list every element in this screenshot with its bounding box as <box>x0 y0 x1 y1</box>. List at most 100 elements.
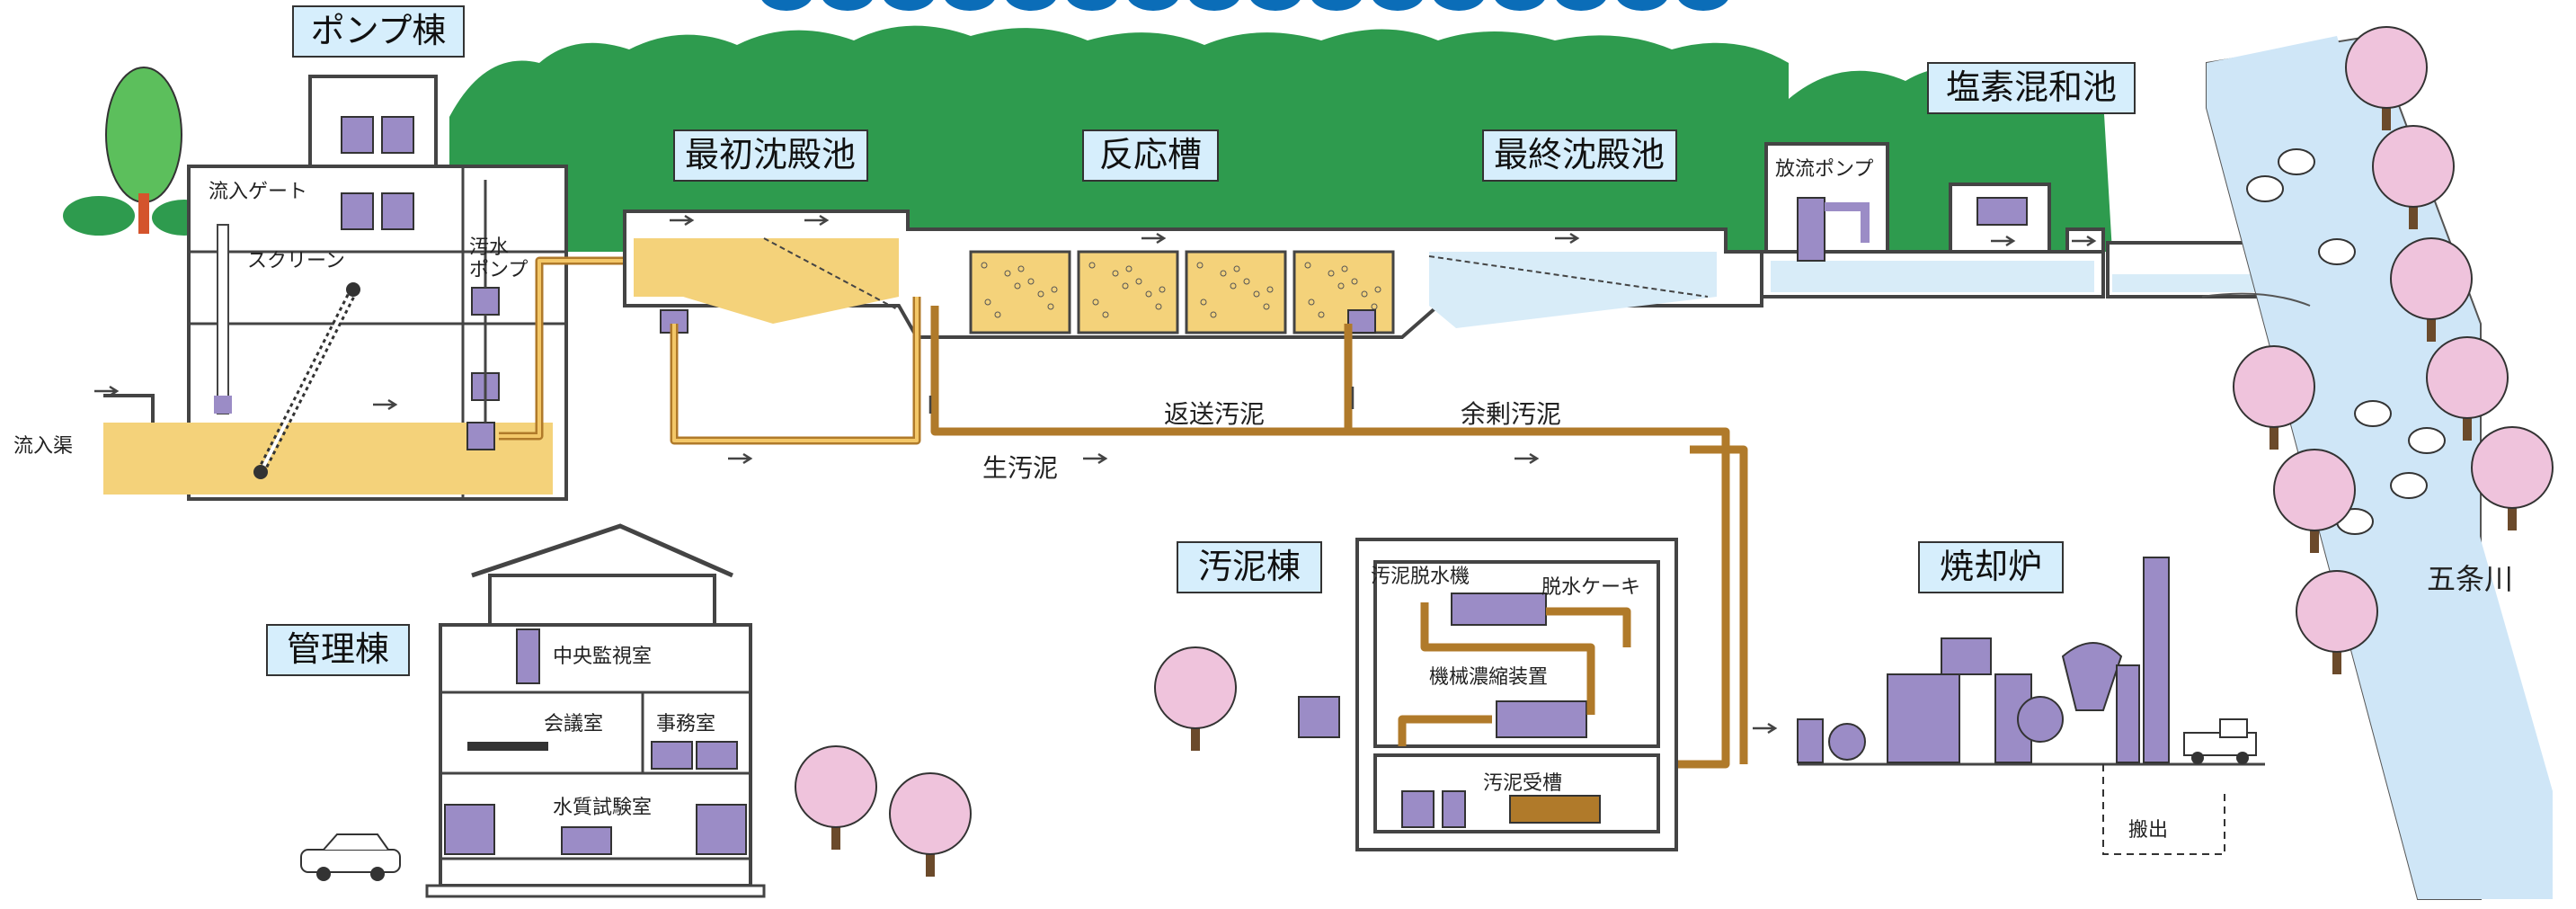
admin-building: 中央監視室 会議室 事務室 水質試験室 <box>425 523 766 898</box>
air-bubble <box>1337 282 1345 290</box>
fish-icon <box>2278 148 2315 175</box>
control-panel-icon <box>381 116 414 154</box>
top-bubble <box>1434 0 1484 11</box>
top-bubble <box>1372 0 1423 11</box>
raw-sludge-label: 生汚泥 <box>982 453 1058 483</box>
air-bubble <box>1196 262 1204 269</box>
chlorine-mixing-house <box>1949 183 2267 299</box>
final-settling-label-box <box>1482 129 1677 182</box>
fish-icon <box>2390 472 2428 499</box>
top-bubble <box>1250 0 1301 11</box>
reaction-tank-label-box <box>1082 129 1219 182</box>
incinerator-label: 焼却炉 <box>1940 547 2042 586</box>
top-bubble-row <box>761 0 1728 11</box>
reaction-tank-label: 反応槽 <box>1099 135 1202 174</box>
cherry-blossom-tree <box>1154 646 1237 751</box>
dewatering-machine-label: 汚泥脱水機 <box>1371 566 1470 588</box>
air-bubble <box>984 299 991 306</box>
inflow-gate-label: 流入ゲート <box>209 181 307 203</box>
air-bubble <box>1220 270 1227 277</box>
air-bubble <box>1037 290 1044 298</box>
top-bubble <box>1189 0 1239 11</box>
top-bubble <box>884 0 934 11</box>
top-bubble <box>1495 0 1545 11</box>
central-control-label: 中央監視室 <box>553 646 652 668</box>
top-bubble <box>1128 0 1178 11</box>
sludge-building-label: 汚泥棟 <box>1198 547 1301 586</box>
top-bubble <box>1067 0 1117 11</box>
cherry-blossom-tree <box>2233 345 2315 450</box>
top-bubble <box>1678 0 1728 11</box>
cherry-blossom-tree <box>2296 570 2378 674</box>
fish-icon <box>2246 175 2284 202</box>
air-bubble <box>1200 299 1207 306</box>
air-bubble <box>1135 278 1142 285</box>
incinerator-label-box <box>1918 541 2064 593</box>
air-bubble <box>994 311 1001 318</box>
cherry-blossom-tree <box>2471 426 2554 530</box>
cherry-blossom-tree <box>2273 449 2356 553</box>
air-bubble <box>1027 278 1035 285</box>
final-settling-label: 最終沈殿池 <box>1494 135 1665 174</box>
discharge-pump-house: 放流ポンプ <box>1760 142 2105 299</box>
fish-icon <box>2318 238 2356 265</box>
treatment-tanks <box>623 209 1763 339</box>
chlorine-mixing-label-box <box>1927 62 2136 114</box>
cherry-blossom-trees <box>795 26 2554 877</box>
air-bubble <box>1266 286 1274 293</box>
pump-building-label-box <box>292 5 465 58</box>
sludge-tank-icon <box>1509 795 1601 824</box>
chlorine-mixing-label: 塩素混和池 <box>1946 67 2117 107</box>
cherry-blossom-tree <box>2372 125 2455 229</box>
air-bubble <box>981 262 988 269</box>
dewatering-machine-icon <box>1451 593 1547 626</box>
pump-building: 流入ゲート スクリーン 汚水 ポンプ 流入渠 <box>13 75 568 501</box>
incinerator-plant: 搬出 <box>1753 557 2265 855</box>
mech-thickener-label: 機械濃縮装置 <box>1429 666 1548 689</box>
top-bubble <box>1617 0 1667 11</box>
air-bubble <box>1088 262 1096 269</box>
air-bubble <box>1014 282 1021 290</box>
cherry-blossom-tree <box>795 745 877 850</box>
air-bubble <box>1263 303 1270 310</box>
top-bubble <box>1006 0 1056 11</box>
meeting-room-label: 会議室 <box>544 713 603 735</box>
cherry-blossom-tree <box>2426 336 2509 441</box>
air-bubble <box>1318 311 1325 318</box>
control-panel-icon <box>381 192 414 230</box>
screen-label: スクリーン <box>247 250 345 272</box>
top-bubble <box>945 0 995 11</box>
sludge-tank-label: 汚泥受槽 <box>1483 772 1562 795</box>
top-bubble <box>1556 0 1606 11</box>
sludge-building-label-box <box>1177 541 1322 593</box>
air-bubble <box>1051 286 1058 293</box>
air-bubble <box>1004 270 1011 277</box>
control-panel-icon <box>341 192 374 230</box>
sewage-pump-label-1: 汚水 <box>469 236 509 259</box>
primary-settling-label-box <box>673 129 868 182</box>
reaction-tank-cells <box>969 250 1395 334</box>
air-bubble <box>1243 278 1250 285</box>
dewatered-cake-label: 脱水ケーキ <box>1541 576 1640 599</box>
river-label: 五条川 <box>2427 562 2513 596</box>
air-bubble <box>1159 286 1166 293</box>
top-bubble <box>1311 0 1362 11</box>
inflow-gate-icon <box>217 224 229 414</box>
admin-building-label: 管理棟 <box>287 629 389 669</box>
air-bubble <box>1155 303 1162 310</box>
primary-settling-water <box>634 238 899 324</box>
sludge-pipe-network <box>670 297 1748 769</box>
air-bubble <box>1304 262 1311 269</box>
sewage-pump-label-2: ポンプ <box>469 259 528 281</box>
control-panel-icon <box>341 116 374 154</box>
cherry-blossom-tree <box>2390 237 2473 342</box>
final-settling-water <box>1429 252 1717 328</box>
air-bubble <box>1328 270 1335 277</box>
cherry-blossom-tree <box>889 772 972 877</box>
air-bubble <box>1253 290 1260 298</box>
admin-building-label-box <box>266 624 410 676</box>
control-panel-icon <box>1298 696 1340 738</box>
air-bubble <box>1017 265 1025 272</box>
discharge-pump-icon <box>1797 197 1825 262</box>
